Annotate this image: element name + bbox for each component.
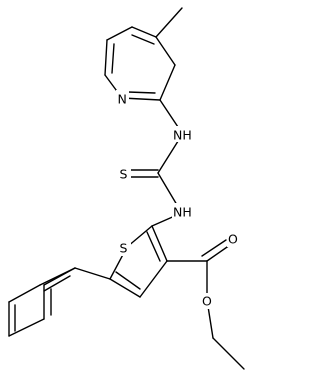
atom-nh-upper: NH: [172, 126, 193, 143]
bond-ch2-ch3: [212, 337, 245, 370]
bond-carbonyl-double-b: [201, 239, 227, 257]
atom-labels: N NH S NH S O: [116, 90, 240, 309]
bond-pyridine-c6-c5: [159, 64, 176, 101]
atom-pyridine-n: N: [116, 90, 129, 107]
bond-phenyl-6-1-inner: [43, 275, 71, 292]
molecule-canvas: N NH S NH S O: [8, 7, 245, 370]
label-thione-s: S: [120, 167, 128, 182]
bond-phenyl-3-4: [8, 318, 45, 337]
bond-thiophene-c4-c3: [139, 260, 168, 298]
bond-c5-phenyl: [74, 267, 111, 280]
bond-phenyl-6-1: [39, 267, 76, 286]
label-nh-lower: NH: [173, 205, 192, 220]
bond-thiophene-c5-c4: [109, 278, 141, 298]
bond-methyl: [155, 7, 183, 38]
label-thiophene-s: S: [120, 241, 128, 256]
label-nh-upper: NH: [173, 128, 192, 143]
atom-nh-lower: NH: [172, 203, 193, 220]
label-carbonyl-o: O: [228, 232, 238, 247]
atom-carbonyl-o: O: [227, 231, 240, 247]
bond-pyridine-c2-c1: [104, 39, 108, 76]
bond-thiophene-c2-s: [126, 225, 153, 248]
structure-diagram: N NH S NH S O: [8, 7, 245, 370]
label-pyridine-n: N: [118, 92, 127, 107]
bond-pyridine-c5-c4: [155, 36, 176, 66]
bond-thiophene-c5-c4-inner: [115, 271, 141, 290]
bond-pyridine-n-c6-inner: [127, 91, 156, 94]
bond-pyridine-c4-c3: [131, 26, 157, 38]
atom-ester-o: O: [201, 293, 214, 309]
atom-thiophene-s: S: [118, 240, 131, 256]
bond-c6-nh-upper: [159, 99, 181, 131]
bond-carbonyl-double-a: [206, 244, 231, 262]
label-ester-o: O: [202, 294, 212, 309]
bonds: [8, 7, 245, 370]
bond-nh-upper-cthio: [157, 137, 181, 174]
bond-phenyl-5-6: [8, 284, 41, 303]
atom-thione-s: S: [118, 166, 131, 182]
bond-pyridine-c4-c3-inner: [131, 34, 155, 45]
bond-pyridine-c3-c2: [106, 26, 133, 41]
bond-cthio-nh-lower: [157, 172, 178, 206]
bond-thiophene-c3-c2: [151, 225, 168, 262]
bond-thiophene-c3-c2-inner: [146, 231, 161, 262]
bond-pyridine-c2-c1-inner: [111, 43, 115, 74]
